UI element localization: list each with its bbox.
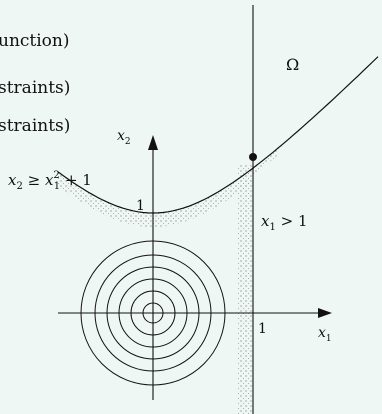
contour-circle [118, 278, 188, 348]
y-axis-label: x2 [117, 128, 131, 147]
optimum-point [249, 153, 257, 161]
objective-contours [80, 240, 226, 386]
omega-label: Ω [286, 55, 299, 74]
y-axis-arrowhead [148, 135, 158, 150]
contour-circle [94, 254, 212, 372]
header-fragment-3: straints) [0, 116, 70, 136]
x1-constraint-label: x1 > 1 [261, 212, 308, 233]
parabola-constraint-curve [57, 56, 379, 214]
curve-shading [58, 143, 283, 227]
header-fragment-2: straints) [0, 78, 70, 98]
contour-circle [80, 240, 226, 386]
contour-circle [142, 302, 164, 324]
contour-circle [106, 266, 200, 360]
contour-circle [130, 290, 176, 336]
line-shading [237, 165, 253, 414]
header-fragment-1: unction) [0, 31, 70, 51]
x-axis-label: x1 [318, 325, 332, 344]
y-tick-one: 1 [136, 198, 145, 214]
x-tick-one: 1 [258, 321, 267, 337]
x-axis-arrowhead [318, 308, 332, 318]
